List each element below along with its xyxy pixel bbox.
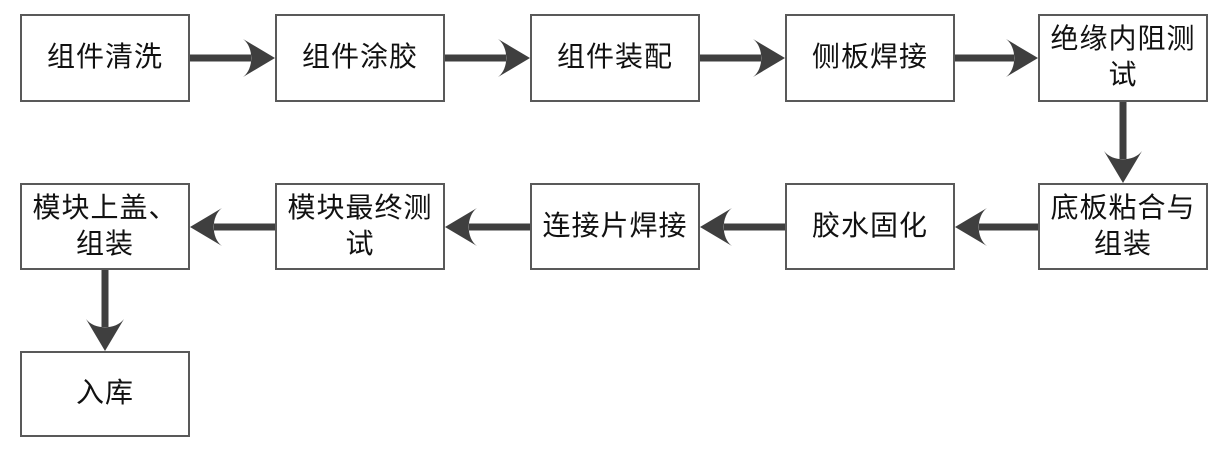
node-warehousing: 入库 <box>20 351 190 437</box>
node-insulation-resistance-test: 绝缘内阻测 试 <box>1038 14 1208 102</box>
node-side-plate-welding: 侧板焊接 <box>785 14 955 102</box>
node-component-assembly: 组件装配 <box>530 14 700 102</box>
node-base-plate-bonding-assembly: 底板粘合与 组装 <box>1038 183 1208 270</box>
node-connector-tab-welding: 连接片焊接 <box>530 183 700 270</box>
node-component-gluing: 组件涂胶 <box>275 14 445 102</box>
node-module-final-test: 模块最终测 试 <box>275 183 445 270</box>
node-component-cleaning: 组件清洗 <box>20 14 190 102</box>
node-module-top-cover-assembly: 模块上盖、 组装 <box>20 183 190 270</box>
node-glue-curing: 胶水固化 <box>785 183 955 270</box>
